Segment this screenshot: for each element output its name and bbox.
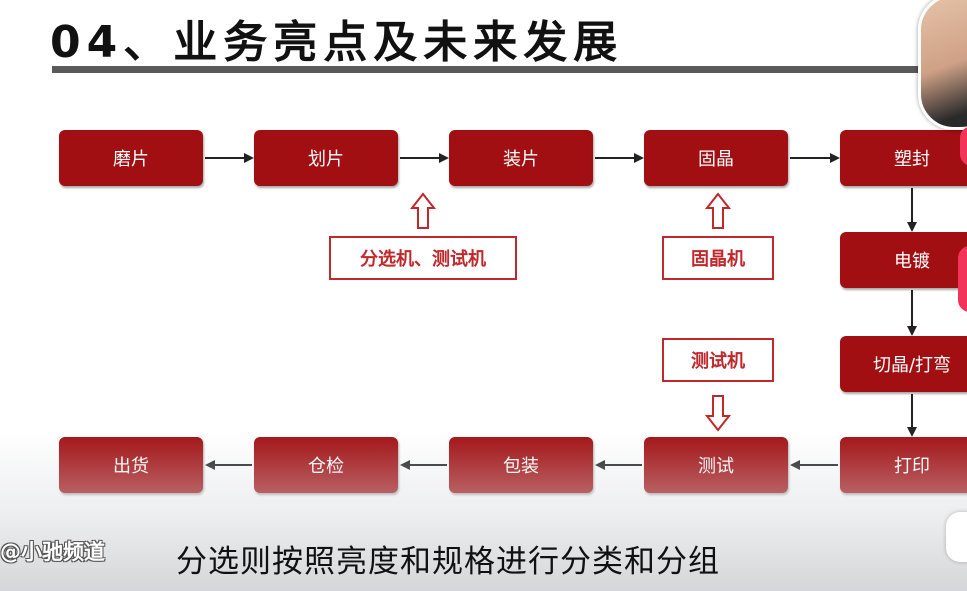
label-sorter-tester: 分选机、测试机	[329, 236, 517, 280]
step-molding: 塑封	[840, 130, 967, 186]
video-caption: 分选则按照亮度和规格进行分类和分组	[176, 544, 720, 580]
presenter-avatar	[918, 0, 967, 130]
hollow-arrow-up-sorter	[409, 192, 437, 229]
like-heart-icon-large	[958, 246, 967, 312]
step-plating: 电镀	[840, 232, 967, 288]
step-die-attach: 装片	[449, 130, 593, 186]
title-underline	[52, 66, 922, 73]
step-dicing: 划片	[254, 130, 398, 186]
like-heart-icon	[960, 126, 967, 166]
step-trim-form: 切晶/打弯	[840, 336, 967, 392]
slide-title: 04、业务亮点及未来发展	[50, 17, 624, 68]
side-floating-button[interactable]	[946, 512, 967, 562]
hollow-arrow-up-bonder	[704, 192, 732, 229]
caption-backdrop	[0, 430, 967, 591]
hollow-arrow-down-tester	[704, 395, 732, 432]
channel-watermark: @小驰频道	[0, 540, 105, 564]
step-grinding: 磨片	[59, 130, 203, 186]
step-die-bonding: 固晶	[644, 130, 788, 186]
label-tester: 测试机	[662, 338, 774, 382]
label-die-bonder: 固晶机	[662, 236, 774, 280]
